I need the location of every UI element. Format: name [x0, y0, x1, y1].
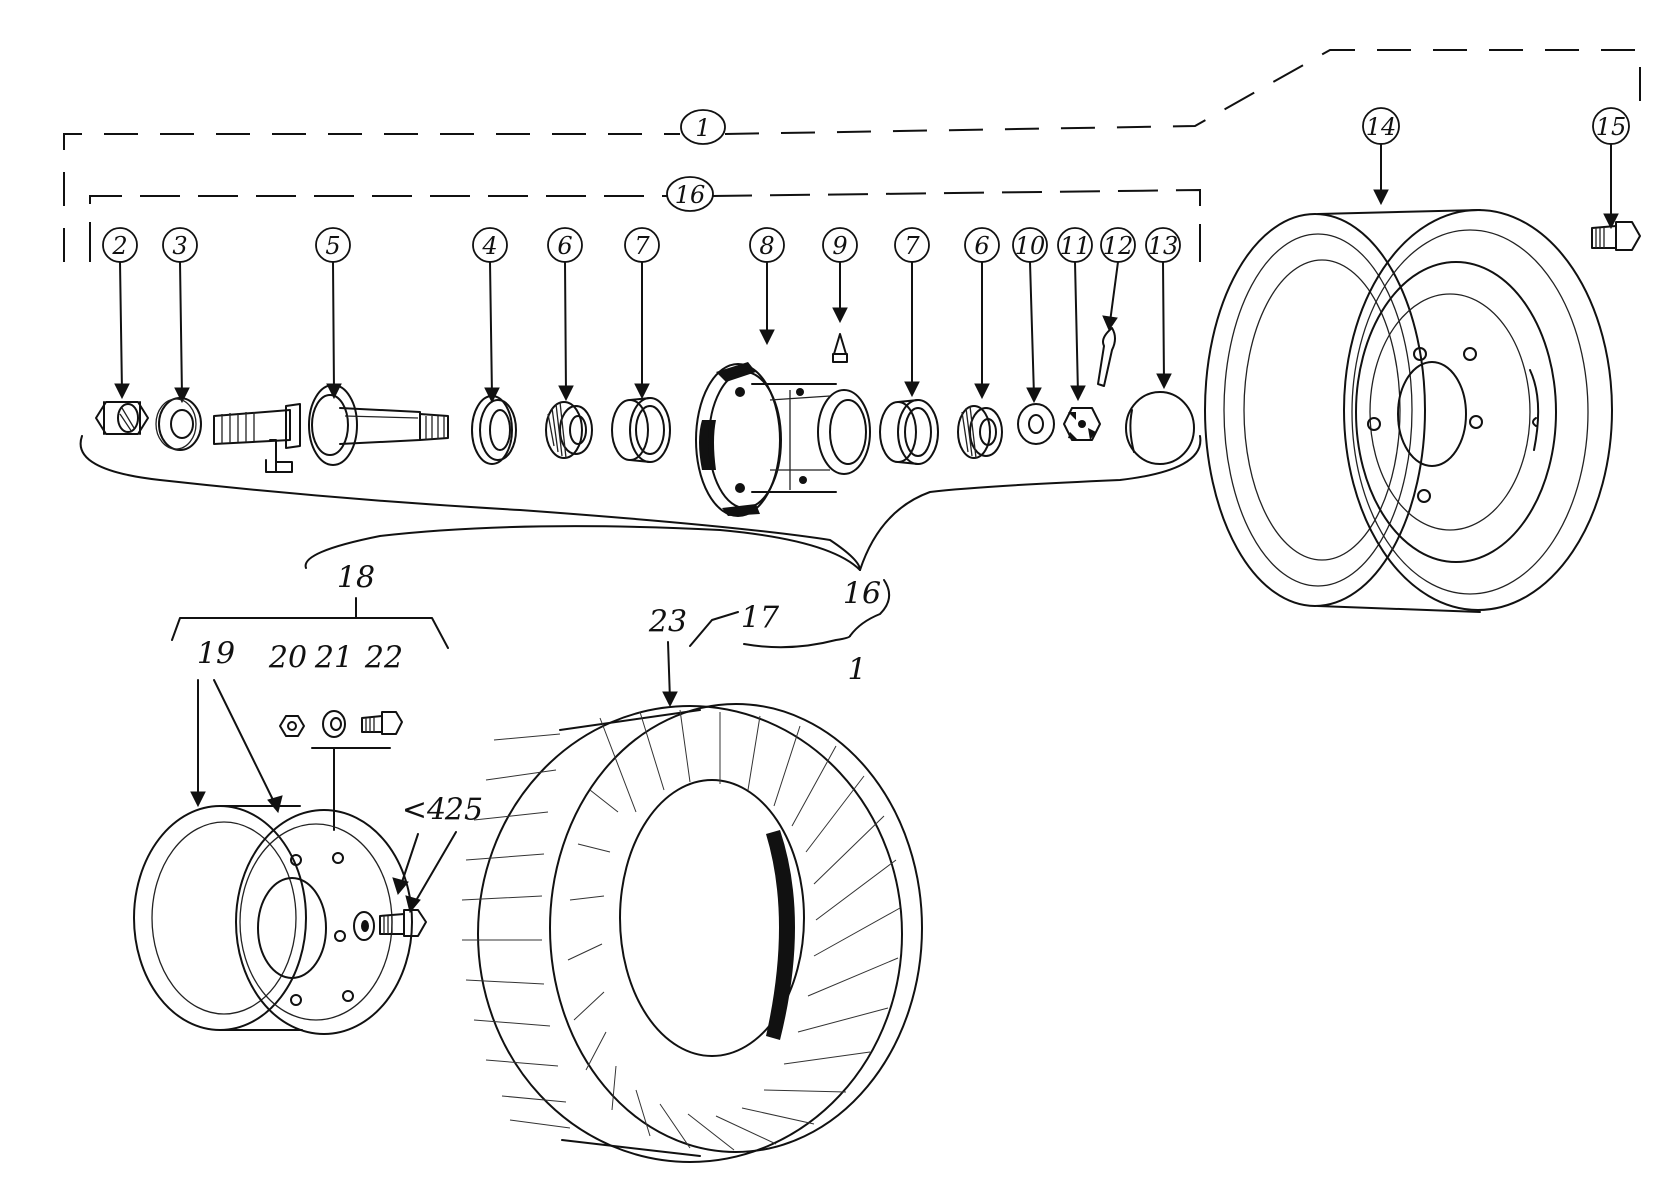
svg-text:25: 25 — [444, 793, 483, 828]
svg-text:19: 19 — [197, 637, 235, 672]
label-24: <4 — [392, 793, 446, 896]
svg-text:12: 12 — [1103, 232, 1134, 260]
svg-text:20: 20 — [268, 641, 307, 676]
callout-6-left: 6 — [547, 227, 583, 402]
label-1-lower: 1 — [847, 653, 866, 688]
label-17: 17 — [689, 601, 851, 649]
callout-9: 9 — [822, 227, 858, 324]
svg-text:22: 22 — [364, 641, 403, 676]
label-19: 19 — [190, 637, 283, 814]
label-20: 20 — [268, 641, 307, 676]
callout-6-right: 6 — [964, 227, 1000, 400]
part-7-bearing-cup-left — [611, 397, 671, 463]
svg-text:16: 16 — [843, 577, 881, 612]
svg-text:1: 1 — [695, 114, 710, 142]
label-23: 23 — [648, 605, 687, 708]
svg-text:23: 23 — [648, 605, 687, 640]
callout-2: 2 — [102, 227, 138, 400]
svg-text:<4: <4 — [402, 793, 446, 828]
part-6-bearing-cone-right — [957, 405, 1003, 459]
part-13-dust-cap — [1125, 391, 1195, 465]
part-5-spindle — [213, 384, 449, 473]
callout-15: 15 — [1592, 107, 1630, 230]
svg-text:15: 15 — [1596, 113, 1627, 141]
assembly-brace-top-row — [79, 435, 1202, 571]
label-21: 21 — [314, 641, 353, 676]
callout-13: 13 — [1145, 227, 1181, 390]
callout-8: 8 — [749, 227, 785, 346]
assembly-1-bracket — [63, 49, 1641, 262]
svg-text:7: 7 — [904, 232, 920, 260]
svg-text:2: 2 — [111, 232, 127, 260]
part-8-hub — [695, 362, 871, 517]
callout-12: 12 — [1100, 227, 1136, 332]
svg-text:9: 9 — [832, 232, 847, 260]
svg-text:18: 18 — [337, 561, 375, 596]
svg-text:11: 11 — [1060, 232, 1091, 260]
assembly-16-bracket — [89, 188, 1201, 262]
callout-4: 4 — [472, 227, 508, 404]
callout-11: 11 — [1057, 227, 1093, 402]
svg-text:16: 16 — [675, 181, 706, 209]
part-19-small-wheel-rim — [133, 805, 413, 1035]
part-7-bearing-cup-right — [879, 399, 939, 465]
part-3-washer — [155, 397, 202, 451]
svg-text:5: 5 — [325, 232, 340, 260]
callout-16: 16 — [666, 176, 714, 212]
callout-5: 5 — [315, 227, 351, 400]
callout-1: 1 — [680, 109, 726, 145]
part-25-bolt — [379, 909, 427, 937]
label-16-lower: 16 — [843, 577, 891, 637]
part-22-bolt — [361, 711, 403, 735]
label-22: 22 — [364, 641, 403, 676]
part-9-grease-fitting — [832, 333, 848, 363]
svg-text:21: 21 — [314, 641, 353, 676]
svg-text:17: 17 — [741, 601, 780, 636]
label-18: 18 — [171, 561, 449, 649]
callout-7-left: 7 — [624, 227, 660, 400]
svg-text:13: 13 — [1148, 232, 1179, 260]
callout-14: 14 — [1362, 107, 1400, 206]
callout-7-right: 7 — [894, 227, 930, 398]
part-11-castle-nut — [1063, 407, 1101, 441]
part-21-lock-washer — [322, 710, 346, 738]
svg-text:1: 1 — [847, 653, 866, 688]
part-23-tire — [461, 703, 923, 1163]
part-14-wheel-rim — [1204, 209, 1613, 613]
svg-text:14: 14 — [1366, 113, 1397, 141]
callout-10: 10 — [1012, 227, 1048, 404]
part-12-cotter-pin — [1097, 327, 1116, 387]
part-4-seal — [471, 395, 517, 465]
svg-text:4: 4 — [481, 232, 497, 260]
callout-3: 3 — [162, 227, 198, 404]
svg-text:7: 7 — [634, 232, 650, 260]
svg-text:10: 10 — [1015, 232, 1046, 260]
svg-text:3: 3 — [172, 232, 187, 260]
part-20-nut — [279, 715, 305, 737]
part-15-bolt — [1591, 221, 1641, 251]
part-10-washer — [1017, 403, 1055, 445]
part-6-bearing-cone-left — [545, 401, 593, 459]
svg-text:6: 6 — [974, 232, 989, 260]
parts-20-22-underline — [311, 747, 391, 831]
svg-text:8: 8 — [759, 232, 774, 260]
svg-text:6: 6 — [557, 232, 572, 260]
part-2-hex-nut — [95, 401, 149, 435]
